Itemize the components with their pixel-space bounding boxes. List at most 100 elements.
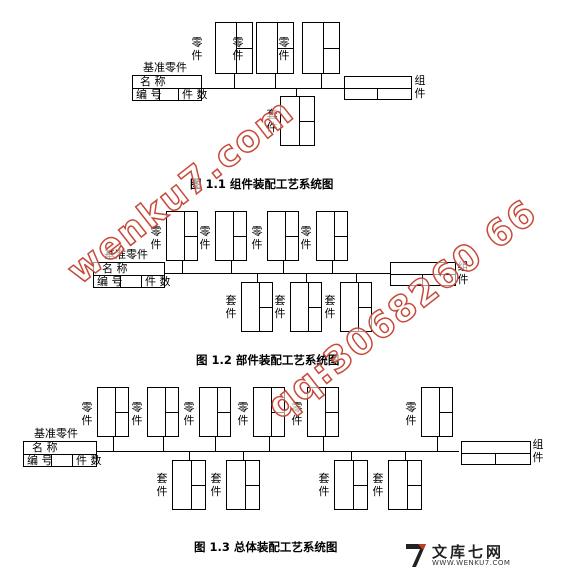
fig3-part-connector	[215, 437, 216, 451]
fig2-base-block-col-line	[141, 275, 142, 288]
fig2-base-block-row-line	[93, 275, 165, 276]
fig3-part-label: 零 件	[131, 401, 143, 427]
fig1-part-box-2-split	[277, 48, 294, 49]
fig2-subassembly-box-2-split	[308, 307, 322, 308]
fig2-subassembly-box-3-split	[358, 307, 372, 308]
fig2-part-connector	[231, 261, 232, 273]
fig3-part-box-1-split	[115, 412, 129, 413]
fig1-base-block-row-line	[132, 88, 202, 89]
fig3-subassembly-connector	[243, 451, 244, 460]
fig2-base-part-label: 基准零件	[104, 248, 148, 261]
fig3-base-block-col-line	[72, 454, 73, 467]
fig2-part-box-2-split	[233, 236, 247, 237]
fig1-base-part-label: 基准零件	[143, 61, 187, 74]
brand-logo-icon	[406, 544, 426, 567]
fig2-base-block-name-label: 名 称	[102, 262, 128, 275]
fig1-part-label: 零 件	[278, 36, 290, 62]
fig2-part-label: 零 件	[300, 225, 312, 251]
fig1-component-box-divider	[377, 88, 378, 100]
fig2-subassembly-connector	[306, 273, 307, 282]
fig3-base-block-col-line	[51, 454, 52, 467]
fig3-base-block-row-line	[23, 454, 97, 455]
fig3-subassembly-label: 套 件	[156, 472, 168, 498]
fig2-subassembly-label: 套 件	[274, 294, 286, 320]
fig2-subassembly-label: 套 件	[225, 294, 237, 320]
fig2-main-line	[165, 273, 390, 274]
figure-1-1-caption: 图 1.1 组件装配工艺系统图	[190, 177, 334, 191]
fig2-base-block-quantity-label: 件 数	[145, 275, 171, 288]
fig2-part-connector	[332, 261, 333, 273]
fig1-base-block-col-line	[178, 88, 179, 101]
fig3-subassembly-connector	[351, 451, 352, 460]
brand-logo: 文库七网 WWW.WENKU7.COM	[404, 539, 564, 571]
brand-name: 文库七网	[432, 543, 505, 561]
fig3-subassembly-box-1-split	[191, 485, 206, 486]
fig3-subassembly-connector	[405, 451, 406, 460]
fig2-base-block-number-label: 编 号	[97, 275, 123, 288]
fig3-part-box-6-split	[439, 412, 453, 413]
figure-1-2-caption: 图 1.2 部件装配工艺系统图	[196, 353, 340, 367]
fig3-part-connector	[269, 437, 270, 451]
fig3-base-part-label: 基准零件	[34, 427, 78, 440]
fig1-base-block-col-line	[159, 88, 160, 101]
fig3-subassembly-label: 套 件	[318, 472, 330, 498]
fig3-component-box-split	[461, 453, 531, 454]
fig2-base-block-col-line	[120, 275, 121, 288]
fig2-subassembly-box-1-split	[259, 307, 273, 308]
fig1-main-line	[200, 88, 390, 89]
fig2-part-label: 零 件	[251, 225, 263, 251]
fig3-component-label: 组 件	[532, 438, 544, 464]
fig3-subassembly-box-3-split	[353, 485, 368, 486]
fig3-subassembly-box-4-split	[407, 485, 422, 486]
fig1-part-label: 零 件	[191, 36, 203, 62]
fig1-part-box-1-split	[236, 48, 253, 49]
fig3-part-connector	[437, 437, 438, 451]
figure-1-3-caption: 图 1.3 总体装配工艺系统图	[194, 540, 338, 554]
fig1-component-box-split	[344, 88, 412, 89]
fig1-subassembly-box-split	[299, 121, 315, 122]
fig3-part-label: 零 件	[183, 401, 195, 427]
fig2-part-box-1-split	[184, 236, 198, 237]
fig2-part-box-3-split	[285, 236, 299, 237]
fig3-base-block-number-label: 编 号	[27, 454, 53, 467]
fig3-part-box-2-split	[165, 412, 179, 413]
fig2-part-label: 零 件	[150, 225, 162, 251]
fig3-part-connector	[323, 437, 324, 451]
fig2-subassembly-label: 套 件	[324, 294, 336, 320]
fig3-part-label: 零 件	[81, 401, 93, 427]
fig3-subassembly-label: 套 件	[372, 472, 384, 498]
fig2-subassembly-connector	[257, 273, 258, 282]
fig1-part-box-3-split	[323, 48, 340, 49]
fig2-part-label: 零 件	[199, 225, 211, 251]
fig3-part-box-4-split	[271, 412, 285, 413]
fig1-base-block-number-label: 编 号	[136, 88, 162, 101]
fig3-part-connector	[113, 437, 114, 451]
fig3-main-line	[97, 451, 459, 452]
fig3-part-connector	[163, 437, 164, 451]
fig1-part-connector	[234, 74, 235, 88]
fig3-subassembly-box-2-split	[245, 485, 260, 486]
fig2-subassembly-connector	[356, 273, 357, 282]
fig2-component-box-divider	[422, 274, 423, 286]
fig1-component-label: 组 件	[414, 74, 426, 100]
fig1-subassembly-label: 套 件	[266, 108, 278, 134]
fig3-base-block-name-label: 名 称	[32, 441, 58, 454]
fig3-subassembly-label: 套 件	[210, 472, 222, 498]
fig2-part-connector	[182, 261, 183, 273]
fig3-part-box-5-split	[325, 412, 339, 413]
fig1-part-connector	[321, 74, 322, 88]
fig3-component-box-divider	[495, 453, 496, 465]
fig1-part-connector	[275, 74, 276, 88]
fig2-part-box-4-split	[334, 236, 348, 237]
fig3-part-label: 零 件	[237, 401, 249, 427]
fig3-part-label: 零 件	[405, 401, 417, 427]
brand-url: WWW.WENKU7.COM	[432, 559, 511, 567]
fig1-part-label: 零 件	[232, 36, 244, 62]
fig3-base-block-quantity-label: 件 数	[76, 454, 102, 467]
fig3-part-label: 零 件	[291, 401, 303, 427]
fig3-part-box-3-split	[217, 412, 231, 413]
fig1-base-block-quantity-label: 件 数	[182, 88, 208, 101]
fig3-subassembly-connector	[189, 451, 190, 460]
fig1-subassembly-connector	[296, 88, 297, 96]
fig2-component-box-split	[390, 274, 456, 275]
